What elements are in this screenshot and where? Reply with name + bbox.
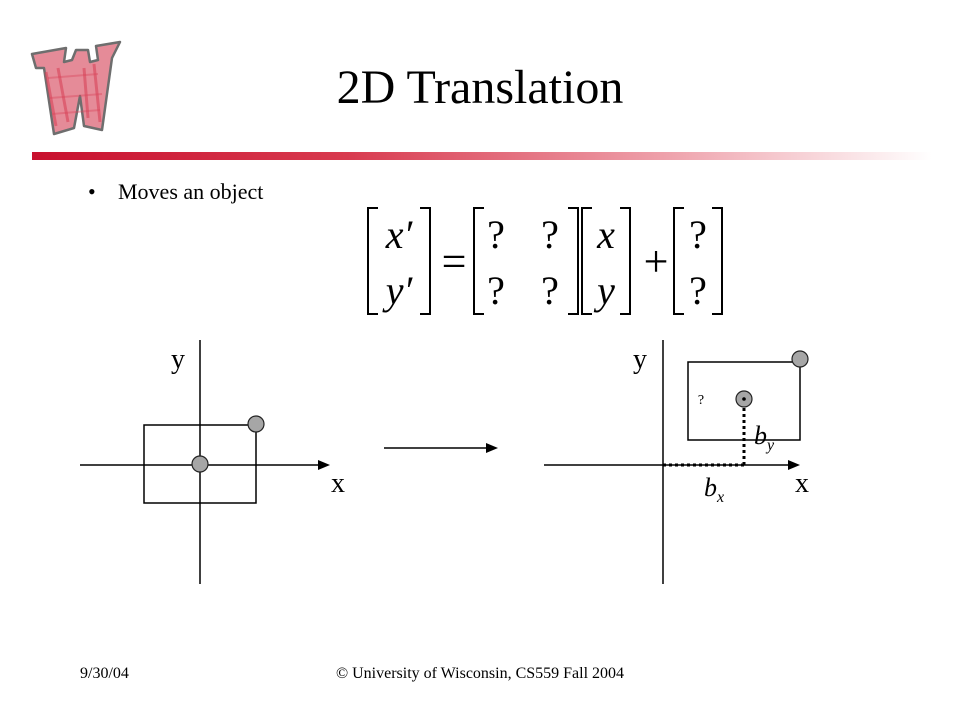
- plus-sign: +: [644, 237, 669, 286]
- left-y-label: y: [171, 344, 185, 375]
- matrix-cell-12: ?: [541, 212, 559, 257]
- left-corner-point: [247, 415, 265, 433]
- right-x-label: x: [795, 468, 809, 499]
- vector-right-bracket: [620, 207, 631, 315]
- lhs-right-bracket: [420, 207, 431, 315]
- vector-x: x: [596, 212, 615, 257]
- offset-top: ?: [689, 212, 707, 257]
- bullet-text: Moves an object: [118, 179, 264, 204]
- bullet-marker: •: [88, 179, 96, 204]
- footer-copyright: © University of Wisconsin, CS559 Fall 20…: [335, 665, 625, 682]
- university-w-logo: [30, 40, 122, 136]
- matrix-cell-22: ?: [541, 268, 559, 313]
- bx-label: bx: [704, 473, 724, 506]
- lhs-x-prime: x′: [385, 212, 414, 257]
- left-center-point: [191, 455, 209, 473]
- vector-y: y: [593, 268, 615, 313]
- right-x-axis-arrowhead: [788, 460, 800, 470]
- center-marker: ?: [698, 393, 704, 408]
- right-y-label: y: [633, 344, 647, 375]
- matrix-right-bracket: [568, 207, 579, 315]
- offset-right-bracket: [712, 207, 723, 315]
- title-underline-rule: [32, 152, 932, 160]
- right-corner-point: [791, 350, 809, 368]
- by-label: by: [754, 421, 775, 454]
- offset-bottom: ?: [689, 268, 707, 313]
- matrix-left-bracket: [473, 207, 484, 315]
- left-x-label: x: [331, 468, 345, 499]
- vector-left-bracket: [581, 207, 592, 315]
- footer-date: 9/30/04: [80, 665, 129, 682]
- transition-arrow: [384, 443, 498, 453]
- right-axes: y x ? by bx: [544, 340, 809, 584]
- left-x-axis-arrowhead: [318, 460, 330, 470]
- equals-sign: =: [442, 237, 467, 286]
- slide-title: 2D Translation: [336, 61, 624, 114]
- left-axes: y x: [80, 340, 345, 584]
- matrix-cell-21: ?: [487, 268, 505, 313]
- translation-equation: x′ y′ = ? ? ? ? x y + ? ?: [367, 207, 723, 315]
- left-rectangle: [143, 424, 257, 504]
- lhs-y-prime: y′: [382, 268, 414, 313]
- matrix-cell-11: ?: [487, 212, 505, 257]
- right-center-dot: [742, 397, 746, 401]
- lhs-left-bracket: [367, 207, 378, 315]
- offset-left-bracket: [673, 207, 684, 315]
